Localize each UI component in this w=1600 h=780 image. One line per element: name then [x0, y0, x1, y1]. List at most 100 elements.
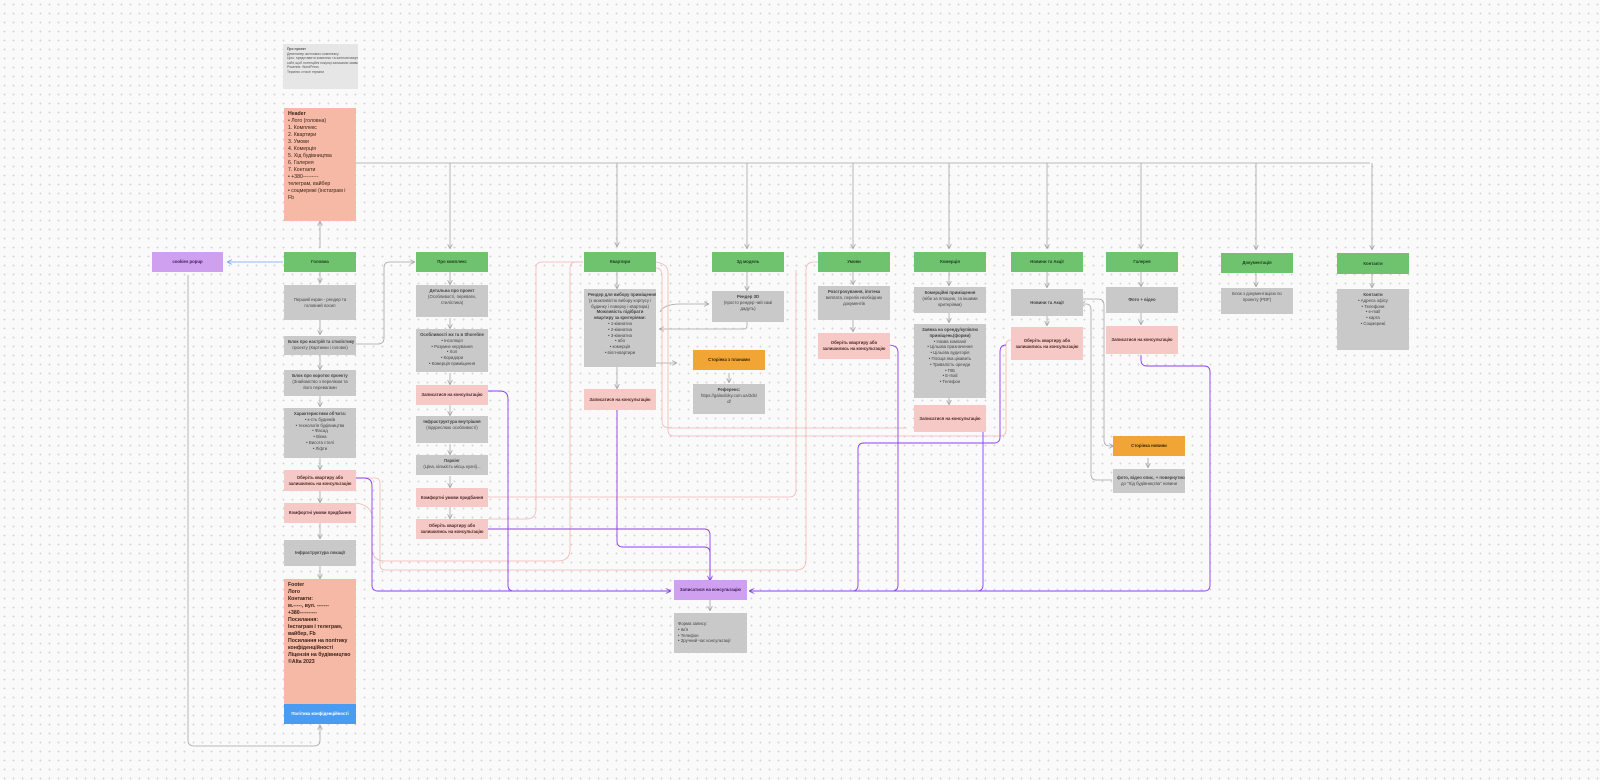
footer-line: м.-----, вул. ------- — [288, 603, 329, 610]
complex-details-block: Детальна про проект (Особливості, перева… — [416, 285, 488, 317]
header-line: 2. Квартири — [288, 132, 317, 139]
text-line: проекту (PDF) — [1242, 296, 1272, 302]
text-line: Блок про коротко проекту — [292, 373, 348, 378]
header-line: 1. Комплекс — [288, 125, 317, 132]
news-list-block: Новини та Акції — [1011, 289, 1083, 316]
text-line: • Ліфти — [312, 445, 328, 451]
gallery-signup-block[interactable]: Записатися на консультацію — [1106, 326, 1178, 354]
privacy-policy-node[interactable]: Політика конфіденційності — [284, 704, 356, 724]
text-line: • Хол — [446, 349, 458, 355]
nav-apartments-label: Квартири — [609, 259, 631, 265]
header-line: Header — [288, 111, 306, 117]
news-choose-apartment-block[interactable]: Оберіть квартиру або залишились на консу… — [1011, 327, 1083, 360]
complex-comfort-block[interactable]: Комфортні умови придбання — [416, 488, 488, 507]
footer-line: Посилання на політику — [288, 638, 348, 645]
footer-line: +380---------- — [288, 610, 317, 617]
complex-parking-block: Паркінг (Ціна, кількість місць кухні)... — [416, 455, 488, 475]
text-line: Особливості жк та в Shoreline — [420, 332, 484, 337]
text-line: • E-mail — [942, 373, 958, 379]
floorplans-page-node[interactable]: Сторінка з планами — [693, 350, 765, 370]
header-line: 3. Умови — [288, 139, 309, 146]
text-line: • технологія будівництва — [295, 422, 345, 428]
footer-line: Footer — [288, 582, 305, 588]
text-line: • 3-кімнатна — [608, 332, 632, 338]
text-line: (Ціна, кількість місць кухні)... — [423, 463, 481, 469]
nav-home-label: Головна — [311, 259, 329, 265]
home-hero-block: Перший екран - рендер та головний посил — [284, 285, 356, 320]
nav-complex-label: Про комплекс — [437, 259, 467, 265]
commerce-listing-block: Заявка на оренду/купівлю приміщень(форми… — [914, 324, 986, 398]
text-line: приміщень(форми) — [929, 332, 971, 338]
text-line: Новини та Акції — [1030, 299, 1064, 305]
cookies-popup-node[interactable]: cookies popup — [152, 252, 223, 272]
text-line: Оберіть квартиру або залишились на консу… — [1015, 337, 1079, 349]
text-line: • або — [615, 338, 625, 344]
nav-terms-node[interactable]: Умови — [818, 252, 890, 272]
terms-choose-apartment-block[interactable]: Оберіть квартиру або залишились на консу… — [818, 333, 890, 359]
text-line: Сторінка новини — [1131, 443, 1167, 449]
complex-signup-block[interactable]: Записатися на консультацію — [416, 385, 488, 405]
consultation-signup-node[interactable]: Записатися на консультацію — [674, 580, 747, 600]
header-line: 4. Комерція — [288, 146, 316, 153]
text-line: • Комерція приміщення — [428, 360, 476, 366]
text-line: Перший екран - рендер та — [293, 296, 347, 302]
text-line: • Імʼя — [678, 626, 689, 632]
home-about-block: Блок про коротко проекту (Знайомство з п… — [284, 370, 356, 396]
brief-line: Ціль: представити комплекс та житлові кв… — [287, 56, 358, 61]
home-comfort-block[interactable]: Комфортні умови придбання — [284, 503, 356, 523]
nav-home-node[interactable]: Головна — [284, 252, 356, 272]
commerce-signup-block[interactable]: Записатися на консультацію — [914, 405, 986, 432]
text-line: • Назва компанії — [933, 338, 967, 344]
nav-contacts-node[interactable]: Контакти — [1337, 253, 1409, 274]
text-line: • Телефон — [678, 632, 699, 638]
text-line: • Тривалість оренди — [930, 361, 970, 367]
nav-docs-node[interactable]: Документація — [1221, 253, 1293, 273]
text-line: https://galaxiloky.com.ua/3ds/ — [700, 392, 758, 398]
text-line: • Цільова аудиторія — [930, 350, 970, 356]
nav-news-node[interactable]: Новини та Акції — [1011, 252, 1083, 272]
nav-complex-node[interactable]: Про комплекс — [416, 252, 488, 272]
text-line: Блок про настрій та стилістику — [288, 339, 355, 344]
text-line: Фото + відео — [1128, 297, 1156, 303]
text-line: • Зручний час консультації — [678, 638, 731, 644]
header-line: • +380--------- — [288, 174, 319, 181]
text-line: виплата, перелік необхідних — [825, 294, 883, 300]
complex-choose-apartment-block[interactable]: Оберіть квартиру або залишились на консу… — [416, 519, 488, 539]
text-line: • Висота стелі — [306, 439, 334, 445]
text-line: • к-сть будинків — [304, 416, 336, 422]
nav-commerce-node[interactable]: Комерція — [914, 252, 986, 272]
nav-news-label: Новини та Акції — [1030, 259, 1064, 265]
home-infra-block: Інфраструктура локації — [284, 540, 356, 566]
nav-gallery-node[interactable]: Галерея — [1106, 252, 1178, 272]
text-line: (підкреслюю особливості) — [426, 424, 478, 430]
nav-apartments-node[interactable]: Квартири — [584, 252, 656, 272]
header-line: телеграм, вайбер — [288, 181, 331, 188]
cookies-popup-label: cookies popup — [172, 259, 203, 265]
text-line: до "Хід будівництва" новини — [1120, 481, 1178, 486]
news-article-page-node[interactable]: Сторінка новини — [1113, 436, 1185, 456]
header-line: • Лого (головна) — [288, 118, 327, 125]
3d-render-block: Рендер 3D (просто рендер чий самі дадуть… — [712, 291, 784, 322]
text-line: фото, відео опис, + повернутись — [1117, 475, 1185, 481]
home-choose-apartment-block[interactable]: Оберіть квартиру або залишились на консу… — [284, 470, 356, 491]
text-line: документів — [843, 300, 865, 306]
text-line: Форма запису: — [678, 621, 708, 626]
text-line: • Розумне керування — [431, 343, 473, 349]
text-line: Комфортні умови придбання — [420, 494, 484, 500]
text-line: • Площа яка цікавить — [928, 355, 972, 361]
brief-line: Девелопер житлового комплексу — [287, 51, 339, 56]
text-line: критеріями) — [938, 301, 962, 307]
apartments-signup-block[interactable]: Записатися на консультацію — [584, 389, 656, 410]
text-line: Характеристики обʼєкта: — [293, 411, 347, 416]
text-line: Записатися на консультацію — [421, 392, 483, 398]
nav-3d-model-node[interactable]: 3д модель — [712, 252, 784, 272]
docs-info-block: Блок з документацією по проекту (PDF) — [1221, 288, 1293, 314]
brief-line: Терміни: стислі терміни — [287, 69, 325, 74]
home-features-block: Характеристики обʼєкта: • к-сть будинків… — [284, 408, 356, 458]
footer-line: Лого — [288, 589, 301, 596]
text-line: • Телефон — [939, 379, 961, 385]
text-line: (Особливості, переваги, — [428, 293, 476, 299]
text-line: • комерція — [609, 344, 631, 350]
text-line: Референс: — [717, 387, 741, 392]
text-line: будинку і поверху і квартира) — [591, 303, 649, 309]
